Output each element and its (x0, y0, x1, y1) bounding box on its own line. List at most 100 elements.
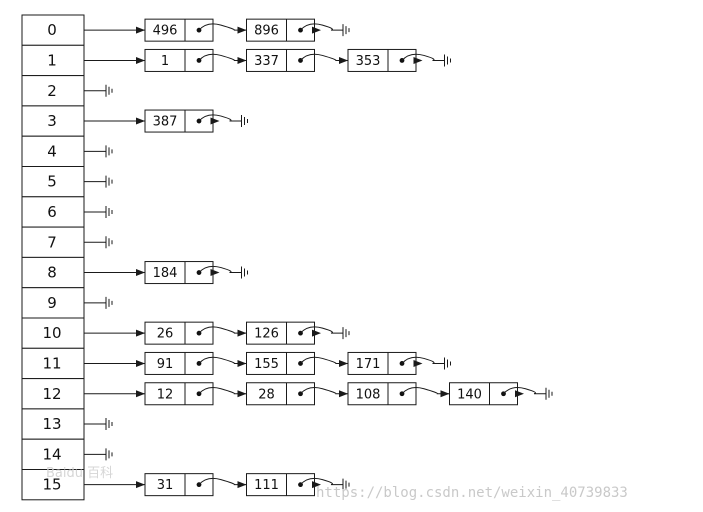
next-pointer-arrow (300, 477, 343, 486)
bucket-index: 8 (47, 264, 57, 282)
arrow-head (136, 481, 145, 489)
null-terminator-icon (105, 296, 113, 309)
null-terminator-icon (241, 115, 248, 128)
arrow-head (237, 359, 247, 367)
bucket-chain: 184 (84, 261, 248, 285)
next-pointer-arrow (300, 23, 343, 31)
list-node: 91 (144, 351, 214, 375)
arrow-head (237, 481, 247, 489)
bucket-chain (84, 175, 113, 188)
null-terminator-icon (545, 387, 553, 400)
bucket-slot: 2 (21, 75, 85, 107)
arrow-head (237, 329, 247, 337)
next-pointer-arrow (198, 23, 247, 31)
next-pointer-arrow (401, 356, 445, 364)
bucket-chain (84, 236, 113, 249)
bucket-slot: 14 (21, 438, 85, 471)
bucket-slot: 6 (21, 196, 85, 228)
arrow-head (237, 26, 247, 34)
next-pointer-arrow (198, 326, 247, 334)
node-value: 108 (356, 387, 381, 402)
next-pointer-arrow (300, 387, 348, 395)
next-pointer-arrow (401, 53, 445, 61)
next-pointer-arrow (198, 477, 247, 486)
node-value: 1 (161, 54, 169, 69)
next-pointer-arrow (198, 356, 247, 364)
bucket-slot: 4 (21, 135, 85, 167)
null-terminator-icon (342, 24, 350, 37)
bucket-chain: 31 111 (84, 473, 350, 497)
arrow-head (237, 56, 247, 64)
next-pointer-arrow (503, 387, 546, 395)
bucket-index: 12 (42, 385, 61, 403)
null-terminator-icon (105, 205, 113, 218)
arrow-head (312, 329, 321, 337)
bucket-slot: 3 (21, 105, 85, 137)
node-value: 896 (254, 24, 279, 39)
null-terminator-icon (105, 448, 113, 461)
list-node: 155 (246, 351, 315, 375)
bucket-chain: 1 337 353 (84, 48, 451, 72)
bucket-slot: 12 (21, 378, 85, 410)
null-terminator-icon (342, 327, 350, 340)
next-pointer-arrow (300, 53, 348, 61)
null-terminator-icon (105, 84, 113, 97)
node-value: 387 (153, 115, 178, 130)
bucket-index: 14 (42, 445, 61, 463)
node-value: 12 (157, 387, 174, 402)
node-value: 171 (356, 357, 381, 372)
arrow-head (136, 359, 145, 367)
node-value: 184 (153, 266, 178, 281)
arrow-head (339, 359, 348, 367)
arrow-head (210, 117, 220, 125)
node-value: 353 (356, 54, 381, 69)
bucket-index: 11 (42, 354, 61, 372)
list-node: 108 (347, 382, 417, 406)
node-value: 496 (153, 24, 178, 39)
null-terminator-icon (342, 478, 350, 491)
bucket-slot: 15 (21, 469, 85, 501)
list-node: 353 (347, 48, 417, 72)
list-node: 111 (246, 473, 315, 497)
bucket-index: 7 (47, 233, 57, 251)
arrow-head (136, 390, 145, 398)
bucket-slot: 1 (21, 44, 85, 77)
node-value: 31 (157, 478, 174, 493)
next-pointer-arrow (198, 53, 247, 61)
node-value: 91 (157, 357, 174, 372)
bucket-chain: 496 896 (84, 18, 350, 42)
bucket-slot: 10 (21, 317, 85, 349)
arrow-head (136, 56, 145, 64)
arrow-head (210, 269, 220, 277)
bucket-index: 13 (42, 415, 61, 433)
null-terminator-icon (105, 175, 113, 188)
arrow-head (136, 269, 145, 277)
next-pointer-arrow (300, 356, 348, 364)
bucket-index: 6 (47, 203, 57, 221)
list-node: 126 (246, 321, 315, 345)
bucket-chain (84, 418, 113, 431)
bucket-chain (84, 145, 113, 158)
list-node: 140 (449, 382, 518, 406)
bucket-slot: 13 (21, 408, 85, 440)
list-node: 496 (144, 18, 214, 42)
null-terminator-icon (105, 145, 113, 158)
node-value: 126 (254, 327, 279, 342)
arrow-head (312, 26, 321, 34)
bucket-slot: 0 (21, 14, 85, 46)
null-terminator-icon (241, 266, 248, 279)
arrow-head (312, 481, 321, 489)
bucket-index: 4 (47, 142, 57, 160)
bucket-chain (84, 296, 113, 309)
node-value: 155 (254, 357, 279, 372)
arrow-head (440, 390, 450, 398)
bucket-index: 0 (47, 21, 57, 39)
node-value: 337 (254, 54, 279, 69)
bucket-slot: 7 (21, 226, 85, 258)
next-pointer-arrow (198, 265, 242, 274)
